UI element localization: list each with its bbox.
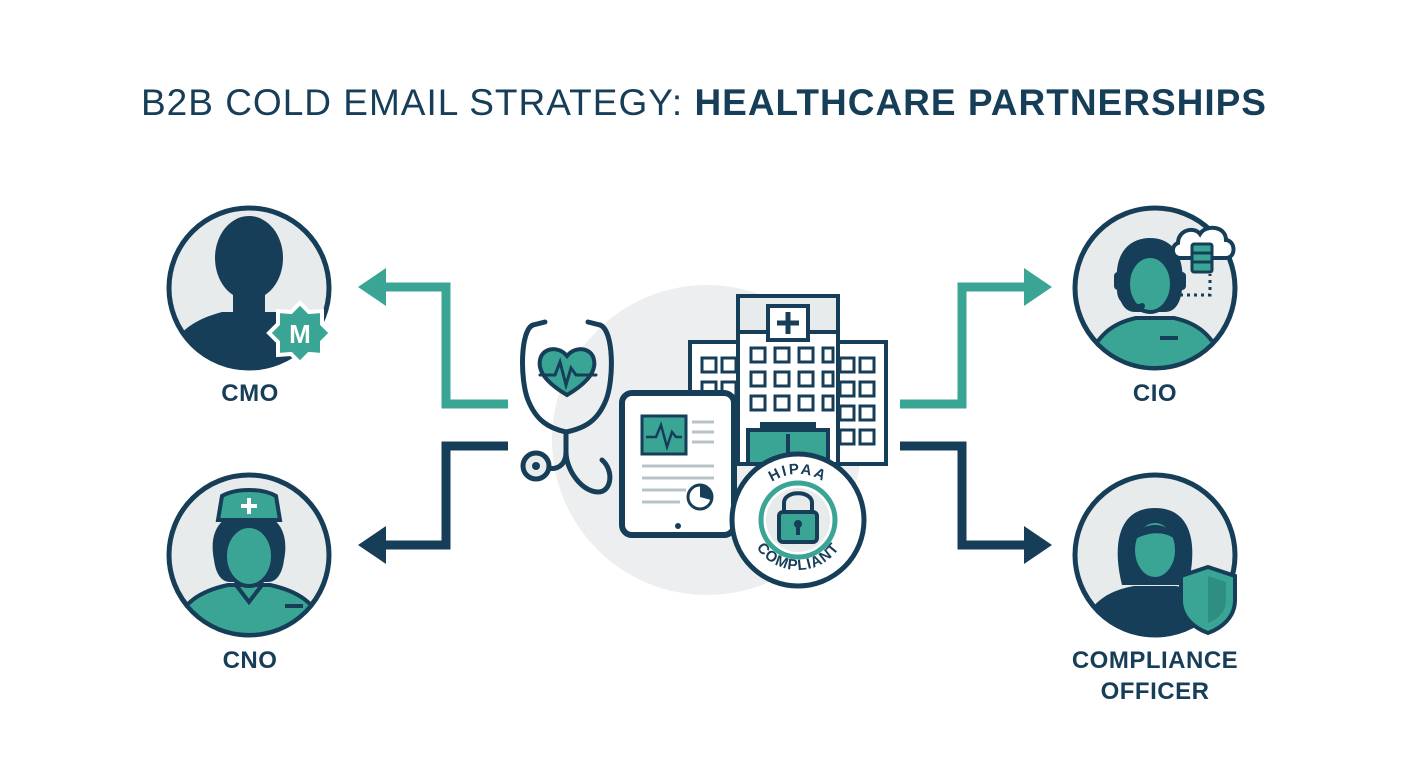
- arrow-to-cio: [900, 268, 1052, 409]
- hipaa-seal-icon: HIPAA COMPLIANT: [729, 451, 867, 589]
- role-label-cno: CNO: [222, 647, 278, 674]
- role-label-cio: CIO: [1132, 380, 1178, 407]
- cno-avatar: [166, 472, 332, 638]
- cio-avatar: [1072, 205, 1238, 371]
- role-label-cmo: CMO: [221, 380, 279, 407]
- stethoscope-heart-icon: [520, 319, 614, 495]
- arrow-to-cmo: [358, 268, 508, 409]
- arrow-to-cno: [358, 441, 508, 564]
- medical-tablet-icon: [619, 390, 737, 538]
- compliance-officer-avatar: [1072, 472, 1238, 638]
- cloud-database-icon: [1171, 225, 1236, 297]
- title-part-regular: B2B COLD EMAIL STRATEGY:: [141, 82, 695, 123]
- m-badge-icon: M: [266, 300, 334, 366]
- security-shield-icon: [1179, 564, 1237, 636]
- badge-letter: M: [289, 319, 311, 349]
- title-part-bold: HEALTHCARE PARTNERSHIPS: [694, 82, 1267, 123]
- page-title: B2B COLD EMAIL STRATEGY: HEALTHCARE PART…: [0, 82, 1408, 124]
- arrow-to-compliance: [900, 441, 1052, 564]
- cmo-avatar: M: [166, 205, 334, 371]
- role-label-compliance-officer: COMPLIANCE OFFICER: [1071, 647, 1239, 705]
